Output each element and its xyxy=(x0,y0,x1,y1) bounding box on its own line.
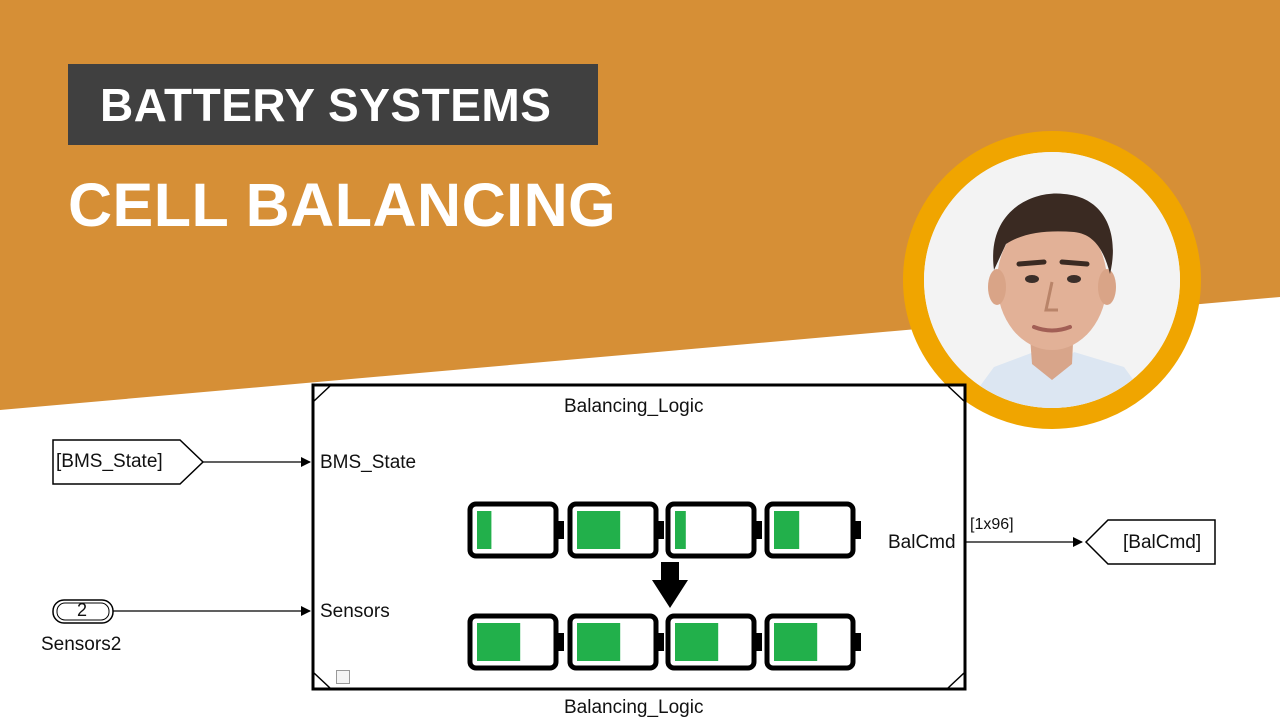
after-cell-2 xyxy=(567,613,664,671)
after-cell-1 xyxy=(467,613,564,671)
battery-cells xyxy=(467,501,861,671)
goto-block-label: [BalCmd] xyxy=(1123,532,1202,553)
before-cell-3 xyxy=(665,501,762,559)
category-badge xyxy=(68,64,598,145)
inport-number: 2 xyxy=(77,600,88,620)
before-cell-1 xyxy=(467,501,564,559)
page-title: CELL BALANCING xyxy=(68,171,617,239)
signal-dimension-label: [1x96] xyxy=(970,516,1014,533)
from-block-label: [BMS_State] xyxy=(56,451,163,472)
input-port-label-sensors: Sensors xyxy=(320,601,390,622)
down-arrow-icon xyxy=(652,562,688,608)
from-block-bms-state[interactable] xyxy=(52,439,205,485)
after-cell-4 xyxy=(764,613,861,671)
inport-name: Sensors2 xyxy=(41,634,122,655)
person-icon xyxy=(924,152,1180,408)
after-cell-3 xyxy=(665,613,762,671)
before-cell-2 xyxy=(567,501,664,559)
category-badge-label: BATTERY SYSTEMS xyxy=(100,79,552,131)
presenter-portrait xyxy=(903,131,1201,429)
input-port-label-bms-state: BMS_State xyxy=(320,452,417,473)
subsystem-name-top: Balancing_Logic xyxy=(564,396,704,417)
subsystem-icon[interactable] xyxy=(336,670,350,684)
subsystem-name-bottom: Balancing_Logic xyxy=(564,697,704,718)
before-cell-4 xyxy=(764,501,861,559)
output-port-label-balcmd: BalCmd xyxy=(888,532,956,553)
goto-block-balcmd[interactable] xyxy=(1084,519,1216,565)
